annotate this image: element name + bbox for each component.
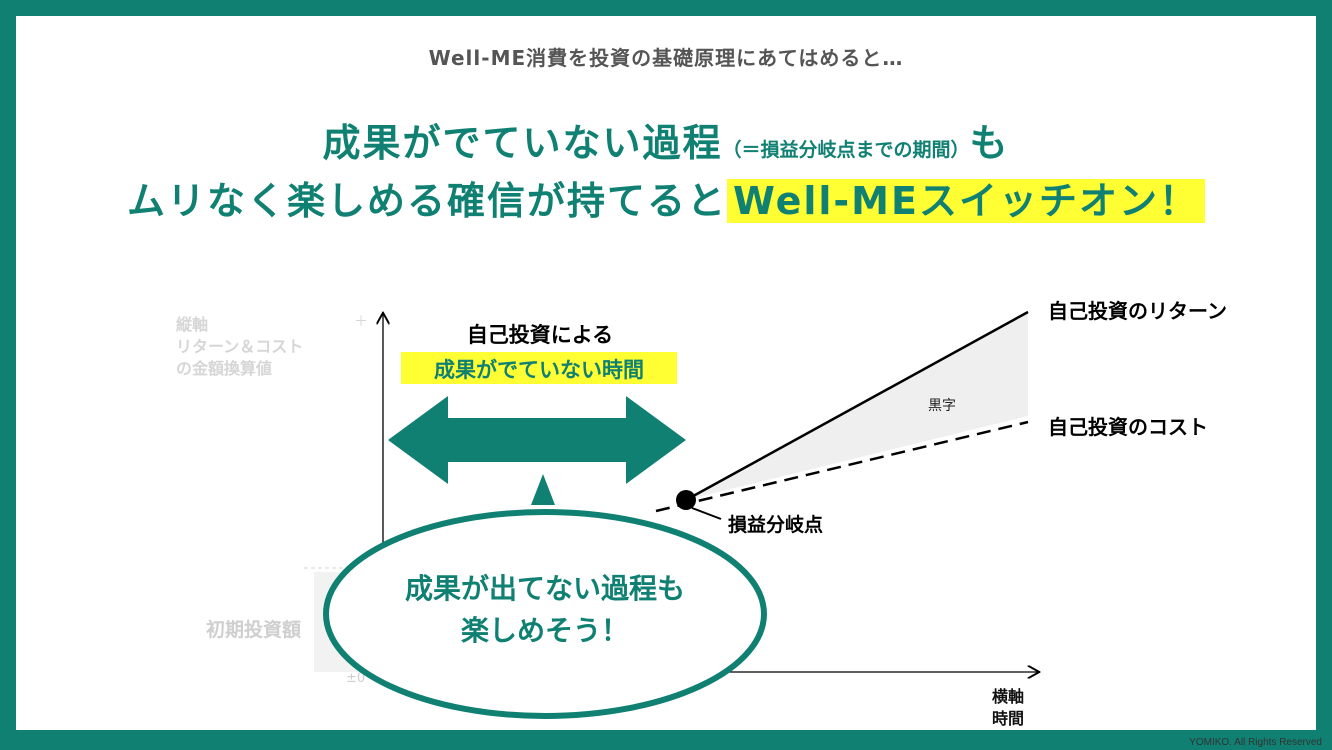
bubble-line-1: 成果が出てない過程も xyxy=(405,572,685,605)
breakeven-point xyxy=(676,490,696,510)
breakeven-label: 損益分岐点 xyxy=(728,513,823,536)
headline-line-2-main: ムリなく楽しめる確信が持てると xyxy=(127,179,728,223)
speech-bubble xyxy=(323,509,767,719)
arrow-label-highlight xyxy=(401,352,677,384)
x-axis-label-line-2: 時間 xyxy=(992,709,1024,728)
return-line xyxy=(685,310,1029,502)
cost-line xyxy=(655,420,1029,513)
headline-line-1-end: も xyxy=(969,121,1010,165)
headline-line-1-main: 成果がでていない過程 xyxy=(322,121,723,165)
headline-line-1-paren: （＝損益分岐点までの期間） xyxy=(722,139,970,161)
origin-label: ±0 xyxy=(346,671,365,686)
arrow-label-line-1: 自己投資による xyxy=(467,323,613,347)
arrow-label-line-2: 成果がでていない時間 xyxy=(434,358,644,382)
breakeven-leader xyxy=(691,507,722,520)
cost-label: 自己投資のコスト xyxy=(1048,415,1208,439)
profit-label: 黒字 xyxy=(928,398,956,414)
bubble-line-2: 楽しめそう！ xyxy=(461,614,629,647)
y-axis-label-line-1: 縦軸 xyxy=(176,315,208,334)
initial-investment-label: 初期投資額 xyxy=(206,618,301,641)
breakeven-diagram: 縦軸 リターン＆コスト の金額換算値 ＋ 初期投資額 ±0 黒字 損益分岐点 自… xyxy=(176,299,1227,728)
headline-line-2-highlight: Well-MEスイッチオン！ xyxy=(727,179,1205,223)
slide: Well-ME消費を投資の基礎原理にあてはめると… 成果がでていない過程（＝損益… xyxy=(16,16,1316,730)
lead-text: Well-ME消費を投資の基礎原理にあてはめると… xyxy=(428,46,904,70)
headline-line-1: 成果がでていない過程（＝損益分岐点までの期間）も xyxy=(16,112,1316,167)
copyright: YOMIKO. All Rights Reserved xyxy=(1189,737,1322,748)
duration-double-arrow xyxy=(388,396,686,484)
speech-bubble-tail xyxy=(531,474,555,505)
y-axis-plus: ＋ xyxy=(354,314,368,330)
x-axis-label-line-1: 横軸 xyxy=(992,687,1024,706)
y-axis-label-line-2: リターン＆コスト xyxy=(176,337,303,356)
return-label: 自己投資のリターン xyxy=(1048,299,1227,323)
y-axis-label-line-3: の金額換算値 xyxy=(176,359,272,378)
